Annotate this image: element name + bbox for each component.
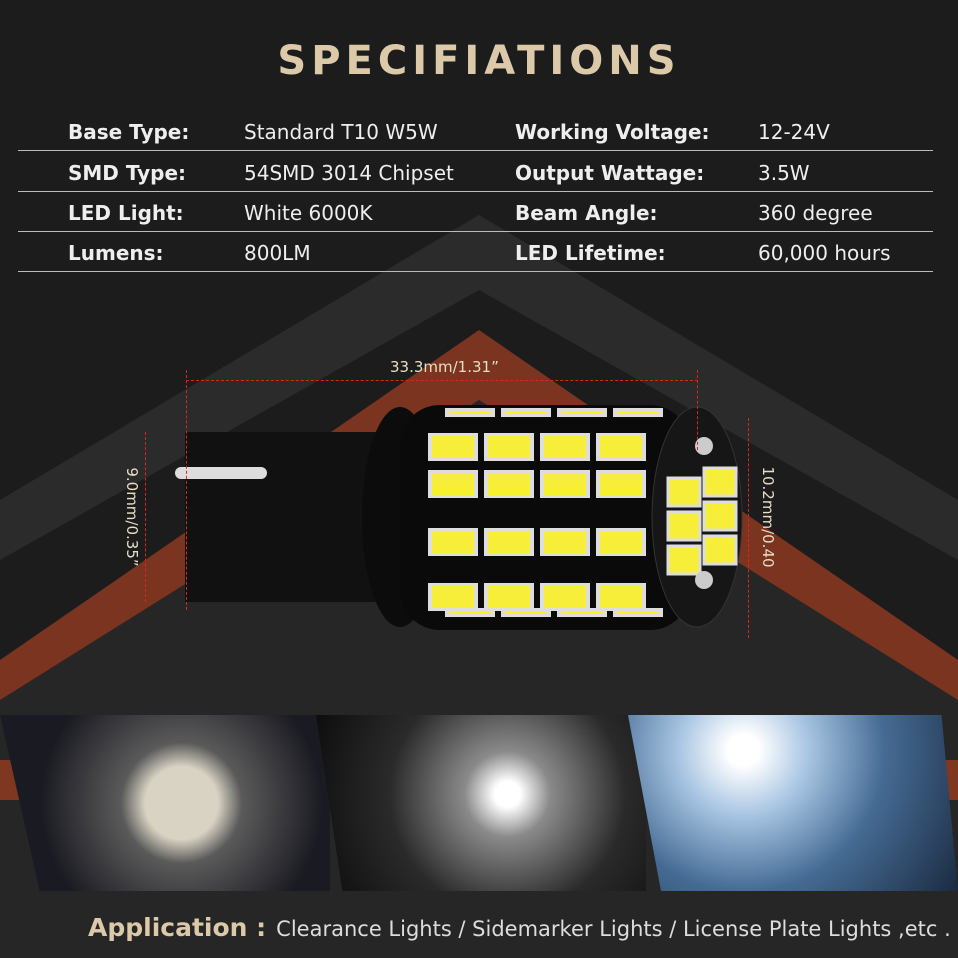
application-line: Application : Clearance Lights / Sidemark… <box>88 913 951 942</box>
length-dimension: 33.3mm/1.31” <box>390 358 499 376</box>
diameter-dimension: 10.2mm/0.40 <box>759 466 777 568</box>
spec-label: Lumens: <box>68 241 164 265</box>
led-emitter <box>432 473 474 495</box>
spec-value: 360 degree <box>758 201 873 225</box>
page-title: SPECIFIATIONS <box>277 38 681 84</box>
led-chip <box>666 510 702 542</box>
application-label: Application : <box>88 913 267 942</box>
photo-interior-lights <box>628 715 958 891</box>
spec-label: Output Wattage: <box>515 161 705 185</box>
led-emitter <box>488 473 530 495</box>
photo-license-plate-lights <box>316 715 646 891</box>
led-emitter <box>449 611 491 614</box>
led-emitter <box>432 436 474 458</box>
led-chip <box>702 534 738 566</box>
led-emitter <box>544 586 586 608</box>
base-dimension: 9.0mm/0.35” <box>123 467 141 567</box>
led-emitter <box>600 586 642 608</box>
led-emitter <box>561 411 603 414</box>
spec-row: Lumens: 800LM LED Lifetime: 60,000 hours <box>18 232 933 272</box>
spec-value: 60,000 hours <box>758 241 891 265</box>
spec-value: 3.5W <box>758 161 810 185</box>
spec-value: White 6000K <box>244 201 373 225</box>
spec-label: Beam Angle: <box>515 201 658 225</box>
led-emitter <box>544 531 586 553</box>
spec-label: SMD Type: <box>68 161 187 185</box>
led-emitter <box>449 411 491 414</box>
spec-value: Standard T10 W5W <box>244 120 438 144</box>
spec-value: 54SMD 3014 Chipset <box>244 161 454 185</box>
led-emitter <box>432 586 474 608</box>
spec-value: 12-24V <box>758 120 830 144</box>
photo-clearance-lights <box>0 715 330 891</box>
led-emitter <box>617 411 659 414</box>
led-emitter <box>561 611 603 614</box>
led-emitter <box>617 611 659 614</box>
led-emitter <box>600 531 642 553</box>
led-emitter <box>544 436 586 458</box>
led-chip <box>702 466 738 498</box>
spec-row: LED Light: White 6000K Beam Angle: 360 degr… <box>18 192 933 232</box>
led-emitter <box>600 473 642 495</box>
spec-row: SMD Type: 54SMD 3014 Chipset Output Wattag… <box>18 152 933 192</box>
led-emitter <box>544 473 586 495</box>
spec-row: Base Type: Standard T10 W5W Working Voltag… <box>18 111 933 151</box>
led-emitter <box>505 611 547 614</box>
led-chip <box>666 544 702 576</box>
spec-value: 800LM <box>244 241 311 265</box>
led-emitter <box>488 436 530 458</box>
spec-label: LED Light: <box>68 201 184 225</box>
led-emitter <box>600 436 642 458</box>
led-emitter <box>432 531 474 553</box>
spec-label: Working Voltage: <box>515 120 710 144</box>
spec-label: Base Type: <box>68 120 190 144</box>
application-text: Clearance Lights / Sidemarker Lights / L… <box>276 917 951 941</box>
led-emitter <box>488 531 530 553</box>
spec-label: LED Lifetime: <box>515 241 666 265</box>
led-bulb-image <box>175 405 743 630</box>
led-emitter <box>505 411 547 414</box>
led-emitter <box>488 586 530 608</box>
led-chip <box>702 500 738 532</box>
led-chip <box>666 476 702 508</box>
